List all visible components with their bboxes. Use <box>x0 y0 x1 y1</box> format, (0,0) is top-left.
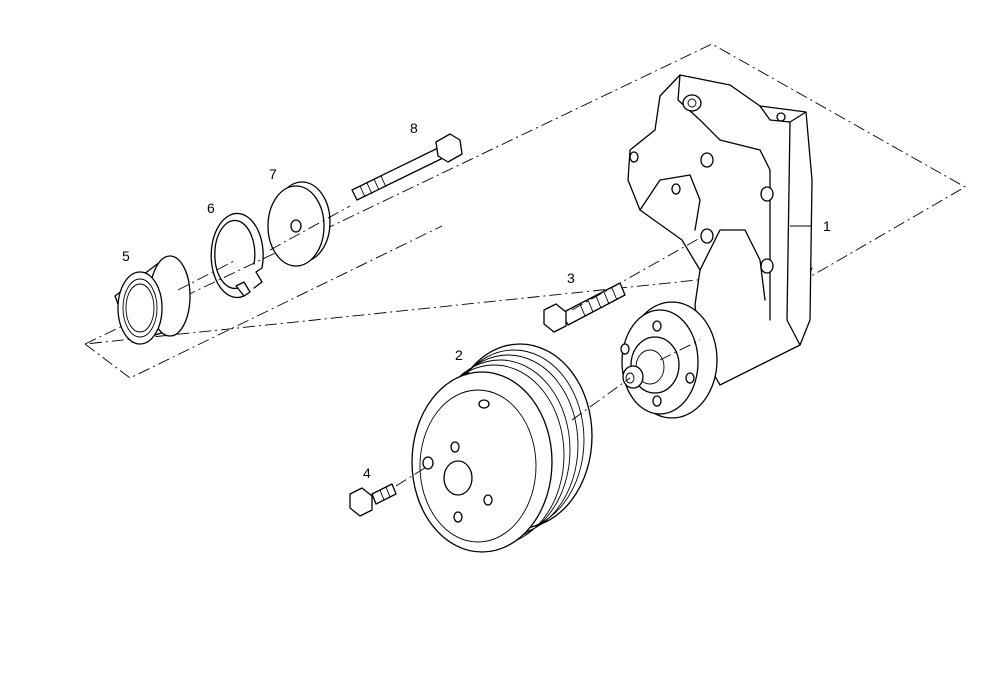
retaining-ring <box>210 212 264 299</box>
bearing <box>114 255 191 345</box>
callout-2: 2 <box>455 347 463 363</box>
pulley <box>411 343 593 553</box>
callout-4: 4 <box>363 465 371 481</box>
leader-lines <box>177 205 701 487</box>
bolt-3 <box>543 282 626 333</box>
callout-6: 6 <box>207 200 215 216</box>
washer <box>267 181 331 267</box>
callout-5: 5 <box>122 248 130 264</box>
callout-7: 7 <box>269 166 277 182</box>
bolt-8 <box>351 133 463 201</box>
callout-3: 3 <box>567 270 575 286</box>
assembly-boundary <box>84 43 966 345</box>
bolt-4 <box>349 483 397 517</box>
bracket-housing <box>620 74 813 419</box>
callout-1: 1 <box>823 218 831 234</box>
callout-8: 8 <box>410 120 418 136</box>
